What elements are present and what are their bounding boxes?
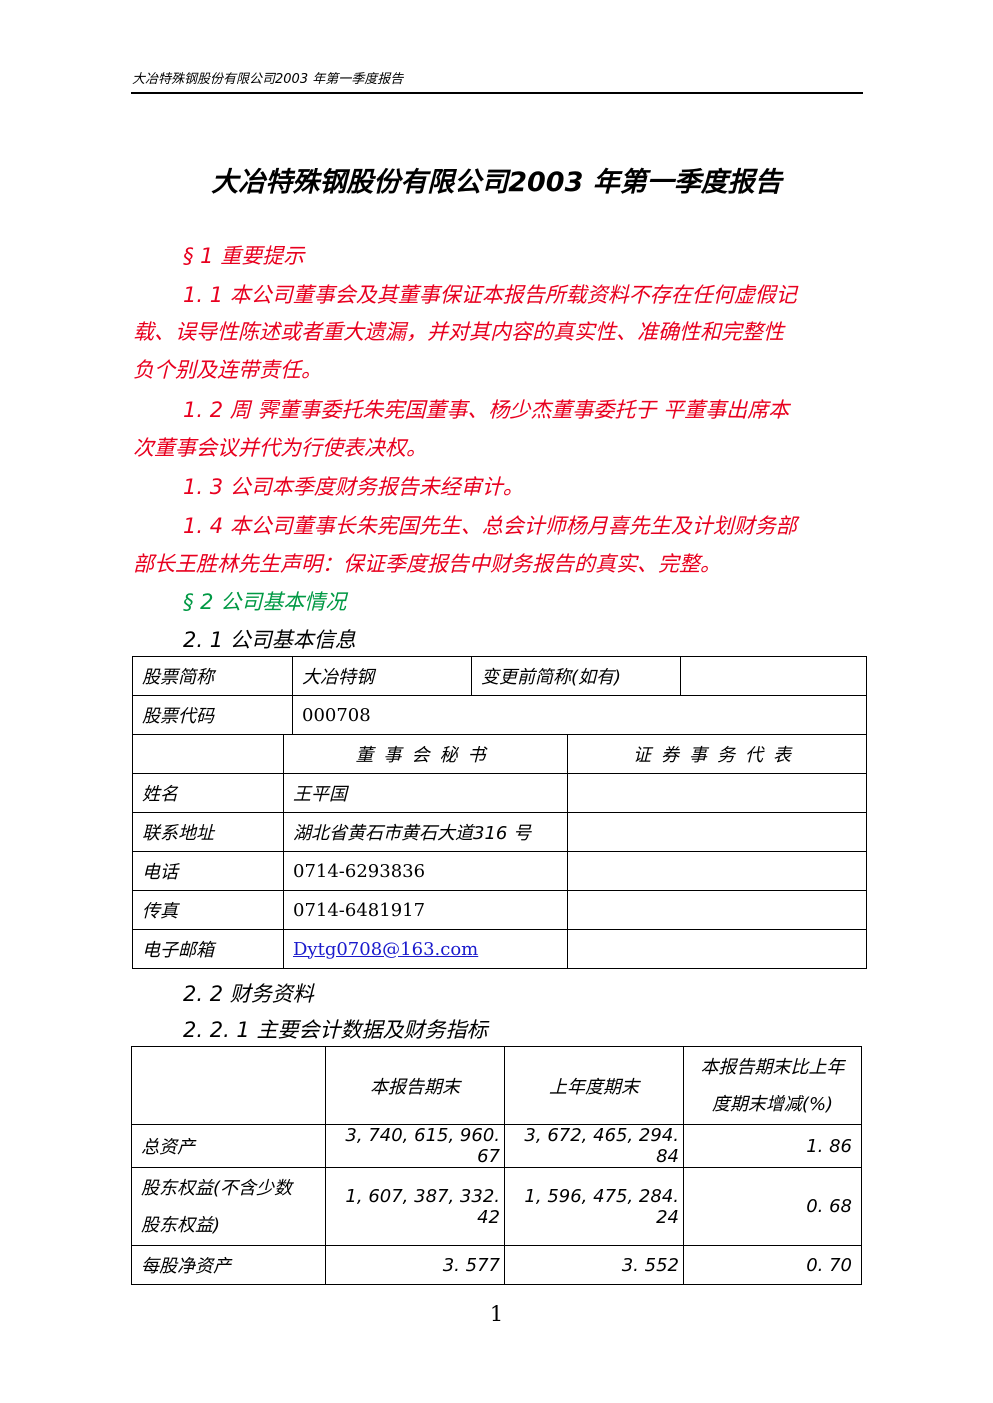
secretary-address: 湖北省黄石市黄石大道316 号 (283, 812, 568, 852)
equity-change: 0. 68 (683, 1167, 862, 1246)
equity-current: 1, 607, 387, 332. 42 (325, 1167, 505, 1246)
contact-table: 董事会秘书 证券事务代表 姓名 王平国 联系地址 湖北省黄石市黄石大道316 号… (132, 734, 867, 969)
note-1-2-line1: 1. 2 周 霁董事委托朱宪国董事、杨少杰董事委托于 平董事出席本 (183, 398, 790, 422)
prev-abbr-value (680, 656, 867, 696)
basic-info-table: 股票简称 大冶特钢 变更前简称(如有) 股票代码 000708 (132, 656, 867, 735)
financial-table: 本报告期末 上年度期末 本报告期末比上年 度期末增减(%) 总资产 3, 740… (131, 1046, 862, 1285)
section2-heading: § 2 公司基本情况 (183, 590, 347, 614)
row-label-phone: 电话 (132, 851, 284, 891)
total-assets-prev: 3, 672, 465, 294. 84 (504, 1124, 684, 1168)
row-label-email: 电子邮箱 (132, 929, 284, 969)
secretary-fax: 0714-6481917 (283, 890, 568, 930)
stock-abbr-value: 大冶特钢 (292, 656, 472, 696)
secretary-email-link[interactable]: Dytg0708@163.com (293, 938, 479, 960)
row-label-nav-per-share: 每股净资产 (131, 1245, 326, 1285)
col-header-secretary: 董事会秘书 (283, 734, 568, 774)
running-header: 大冶特殊钢股份有限公司2003 年第一季度报告 (132, 72, 404, 87)
stock-code-value: 000708 (292, 695, 867, 735)
nav-per-share-prev: 3. 552 (504, 1245, 684, 1285)
row-label-fax: 传真 (132, 890, 284, 930)
secretary-name: 王平国 (283, 773, 568, 813)
rep-email (567, 929, 867, 969)
row-label-name: 姓名 (132, 773, 284, 813)
rep-name (567, 773, 867, 813)
nav-per-share-current: 3. 577 (325, 1245, 505, 1285)
page-number: 1 (489, 1302, 504, 1326)
prev-abbr-label: 变更前简称(如有) (471, 656, 681, 696)
col-header-prev: 上年度期末 (504, 1046, 684, 1125)
document-title: 大冶特殊钢股份有限公司2003 年第一季度报告 (211, 167, 782, 198)
subsection-2-1: 2. 1 公司基本信息 (183, 628, 356, 652)
row-label-equity-line2: 股东权益) (141, 1214, 221, 1236)
note-1-2-line2: 次董事会议并代为行使表决权。 (133, 436, 427, 460)
rep-fax (567, 890, 867, 930)
rep-phone (567, 851, 867, 891)
header-rule (131, 92, 863, 94)
row-label-equity-line1: 股东权益(不含少数 (141, 1177, 293, 1199)
row-label-total-assets: 总资产 (131, 1124, 326, 1168)
note-1-4-line1: 1. 4 本公司董事长朱宪国先生、总会计师杨月喜先生及计划财务部 (183, 514, 797, 538)
col-header-change: 本报告期末比上年 度期末增减(%) (683, 1046, 862, 1125)
row-label-equity: 股东权益(不含少数 股东权益) (131, 1167, 326, 1246)
col-header-change-line2: 度期末增减(%) (711, 1093, 834, 1115)
equity-prev: 1, 596, 475, 284. 24 (504, 1167, 684, 1246)
note-1-1-line1: 1. 1 本公司董事会及其董事保证本报告所载资料不存在任何虚假记 (183, 283, 797, 307)
contact-header-empty (132, 734, 284, 774)
nav-per-share-change: 0. 70 (683, 1245, 862, 1285)
fin-header-empty (131, 1046, 326, 1125)
note-1-1-line2: 载、误导性陈述或者重大遗漏，并对其内容的真实性、准确性和完整性 (133, 320, 784, 344)
note-1-3: 1. 3 公司本季度财务报告未经审计。 (183, 475, 524, 499)
rep-address (567, 812, 867, 852)
col-header-change-line1: 本报告期末比上年 (700, 1056, 845, 1078)
total-assets-current: 3, 740, 615, 960. 67 (325, 1124, 505, 1168)
total-assets-change: 1. 86 (683, 1124, 862, 1168)
stock-code-label: 股票代码 (132, 695, 293, 735)
secretary-phone: 0714-6293836 (283, 851, 568, 891)
note-1-1-line3: 负个别及连带责任。 (133, 358, 322, 382)
col-header-rep: 证券事务代表 (567, 734, 867, 774)
section1-heading: § 1 重要提示 (183, 244, 305, 268)
row-label-address: 联系地址 (132, 812, 284, 852)
stock-abbr-label: 股票简称 (132, 656, 293, 696)
col-header-current: 本报告期末 (325, 1046, 505, 1125)
subsection-2-2: 2. 2 财务资料 (183, 982, 314, 1006)
subsection-2-2-1: 2. 2. 1 主要会计数据及财务指标 (183, 1018, 488, 1042)
note-1-4-line2: 部长王胜林先生声明：保证季度报告中财务报告的真实、完整。 (133, 552, 721, 576)
